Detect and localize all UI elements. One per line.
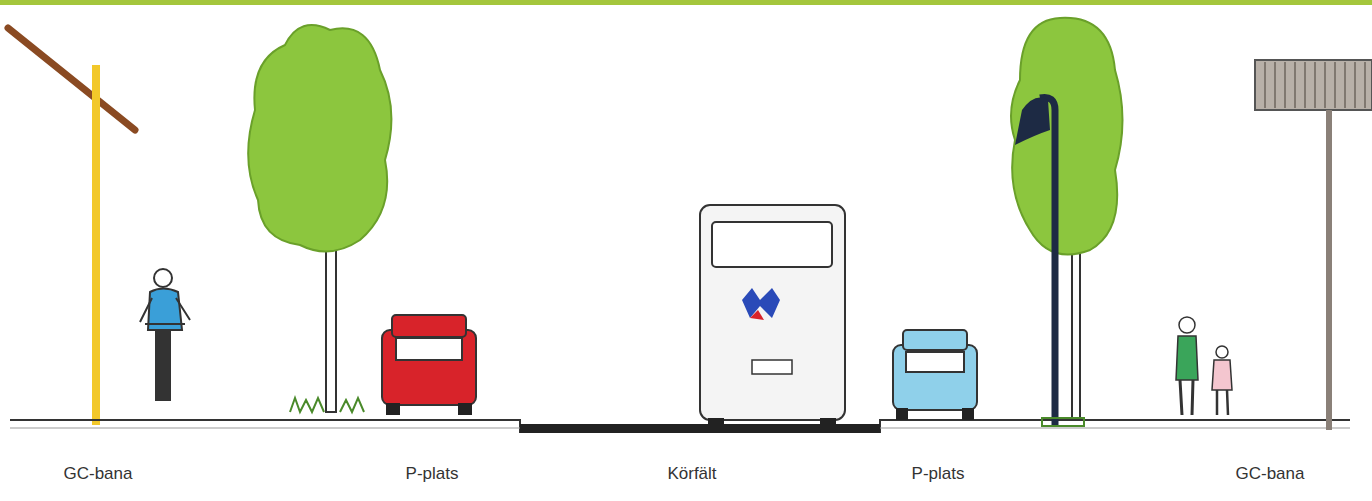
blue-car — [893, 330, 977, 420]
left-building — [8, 28, 135, 425]
top-band — [0, 0, 1372, 5]
section-label: GC-bana — [64, 464, 133, 484]
street-lamp — [1015, 98, 1084, 427]
section-label: P-plats — [406, 464, 459, 484]
section-label: P-plats — [912, 464, 965, 484]
bus — [700, 205, 845, 432]
right-building — [1255, 60, 1372, 430]
cyclist — [140, 269, 190, 400]
red-car — [382, 315, 476, 415]
tree — [248, 25, 391, 412]
pedestrians — [1176, 317, 1232, 415]
ground — [10, 420, 1350, 433]
section-label: GC-bana — [1236, 464, 1305, 484]
tree — [1011, 18, 1123, 420]
section-label: Körfält — [667, 464, 716, 484]
